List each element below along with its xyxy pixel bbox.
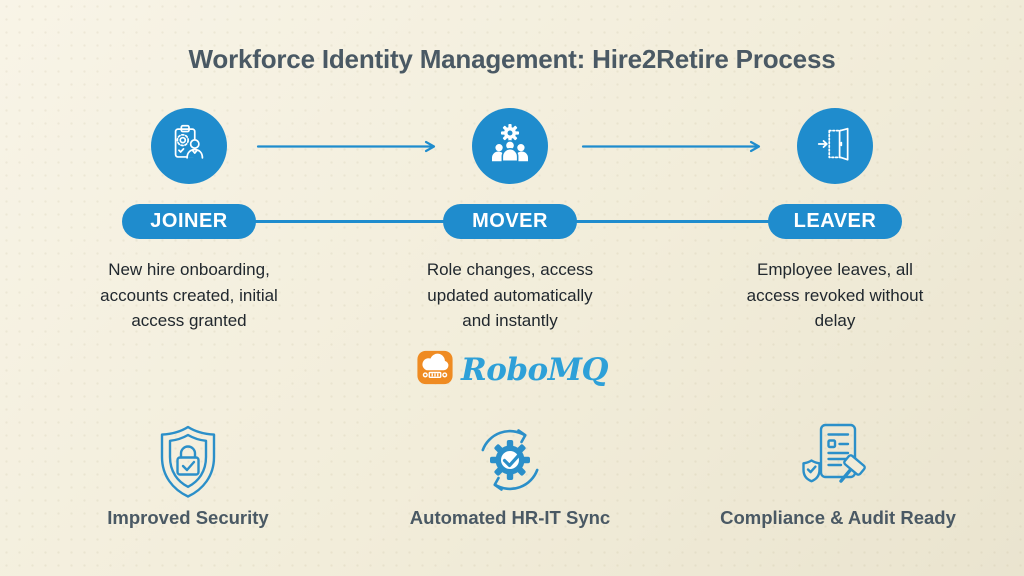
benefit-label-sync: Automated HR-IT Sync [409, 507, 611, 528]
mover-stage-icon [472, 108, 548, 184]
leaver-stage-icon [797, 108, 873, 184]
benefit-label-security: Improved Security [107, 507, 269, 528]
robomq-logo: RoboMQ [0, 349, 1024, 391]
mover-pill: MOVER [443, 204, 577, 239]
cloud-queue-icon [416, 349, 454, 391]
document-audit-icon [798, 420, 878, 503]
benefit-label-compliance: Compliance & Audit Ready [720, 507, 956, 528]
joiner-pill: JOINER [122, 204, 256, 239]
page-title: Workforce Identity Management: Hire2Reti… [188, 44, 836, 74]
gear-sync-icon [468, 418, 552, 507]
team-gear-icon [487, 121, 533, 172]
arrow-joiner-to-mover-icon [256, 140, 438, 158]
arrow-mover-to-leaver-icon [581, 140, 763, 158]
joiner-description: New hire onboarding,accounts created, in… [100, 260, 278, 330]
shield-lock-icon [156, 424, 220, 505]
leaver-pill: LEAVER [768, 204, 902, 239]
joiner-stage-icon [151, 108, 227, 184]
clipboard-gear-person-icon [166, 121, 212, 172]
exit-door-icon [812, 121, 858, 172]
logo-wordmark: RoboMQ [460, 352, 609, 388]
